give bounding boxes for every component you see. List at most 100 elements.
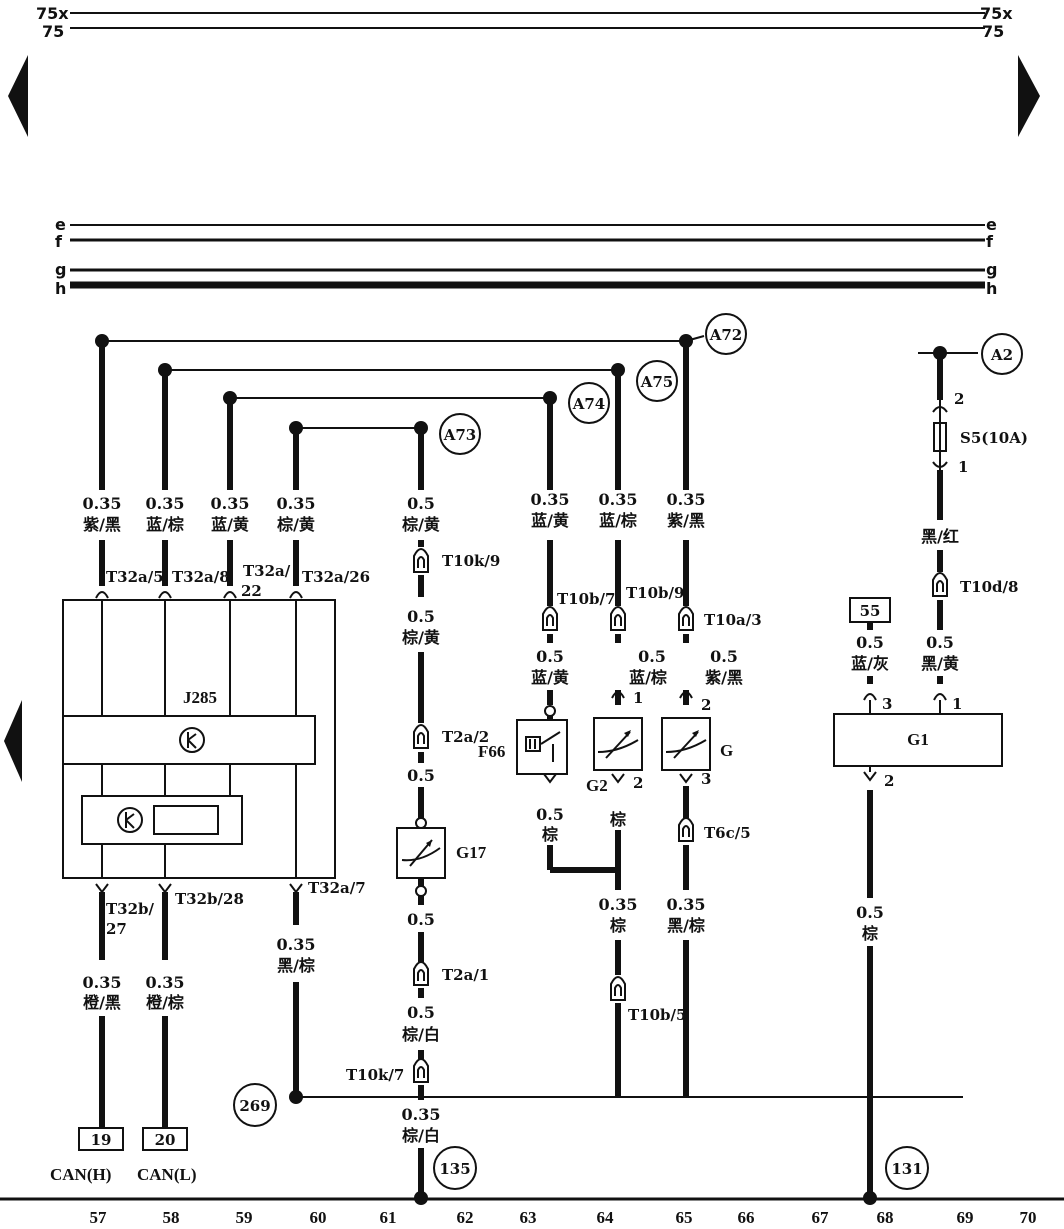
- ref-box-55[interactable]: 55: [849, 597, 891, 623]
- svg-text:19: 19: [91, 1131, 112, 1149]
- svg-text:0.35: 0.35: [277, 494, 316, 513]
- ref-box-20[interactable]: 20: [142, 1127, 188, 1151]
- rail-h: h h: [55, 279, 997, 298]
- ref-a75[interactable]: A75: [636, 360, 678, 402]
- g-sensor[interactable]: 2 3 G: [661, 696, 733, 788]
- svg-text:黑/黄: 黑/黄: [921, 654, 959, 673]
- scale-number: 68: [877, 1208, 894, 1227]
- scale-number: 57: [90, 1208, 108, 1227]
- svg-text:0.35: 0.35: [277, 935, 316, 954]
- svg-text:棕: 棕: [862, 924, 878, 943]
- svg-text:0.35: 0.35: [667, 895, 706, 914]
- svg-text:g: g: [986, 260, 997, 279]
- rail-75-label-right: 75: [982, 22, 1004, 41]
- svg-text:T32a/8: T32a/8: [172, 568, 230, 586]
- ref-a2[interactable]: A2: [918, 333, 1023, 375]
- svg-text:0.5: 0.5: [926, 633, 954, 652]
- svg-text:0.35: 0.35: [146, 494, 185, 513]
- svg-text:e: e: [55, 215, 66, 234]
- svg-text:0.35: 0.35: [531, 490, 570, 509]
- svg-text:1: 1: [958, 458, 968, 476]
- svg-text:2: 2: [884, 772, 894, 790]
- scale-number: 58: [163, 1208, 180, 1227]
- scale-number: 61: [380, 1208, 397, 1227]
- svg-text:A75: A75: [640, 373, 674, 391]
- svg-text:T32a/5: T32a/5: [106, 568, 164, 586]
- svg-text:3: 3: [701, 770, 711, 788]
- scale-number: 66: [738, 1208, 755, 1227]
- rail-75x: 75x 75x: [36, 4, 1013, 23]
- scale-number: 67: [812, 1208, 830, 1227]
- svg-text:棕: 棕: [542, 825, 558, 844]
- rail-75x-label-left: 75x: [36, 4, 69, 23]
- svg-text:f: f: [986, 232, 994, 251]
- svg-text:0.35: 0.35: [211, 494, 250, 513]
- svg-text:橙/棕: 橙/棕: [146, 993, 184, 1012]
- svg-text:A72: A72: [709, 326, 743, 344]
- f66-switch[interactable]: F66: [478, 719, 568, 775]
- svg-text:f: f: [55, 232, 63, 251]
- svg-text:蓝/黄: 蓝/黄: [531, 511, 569, 530]
- ref-a72[interactable]: A72: [685, 313, 747, 355]
- left-arrow-icon-middle[interactable]: [4, 700, 22, 782]
- svg-text:A74: A74: [572, 395, 606, 413]
- scale-number: 65: [676, 1208, 693, 1227]
- svg-text:蓝/棕: 蓝/棕: [599, 511, 637, 530]
- ref-box-19[interactable]: 19: [78, 1127, 124, 1151]
- svg-text:蓝/棕: 蓝/棕: [146, 515, 184, 534]
- svg-text:0.5: 0.5: [536, 647, 564, 666]
- svg-text:2: 2: [701, 696, 711, 714]
- svg-text:0.5: 0.5: [407, 766, 435, 785]
- ref-a74[interactable]: A74: [568, 382, 610, 424]
- wire-labels: 0.35 紫/黑 0.35 蓝/棕 0.35 蓝/黄 0.35 棕/黄 0.5 …: [83, 490, 959, 1145]
- svg-text:棕: 棕: [610, 810, 626, 829]
- svg-text:20: 20: [155, 1131, 176, 1149]
- left-arrow-icon[interactable]: [8, 55, 28, 137]
- g1-gauge[interactable]: G1 3 1 2: [833, 695, 1003, 790]
- svg-text:T10b/9: T10b/9: [626, 584, 684, 602]
- svg-text:3: 3: [882, 695, 892, 713]
- svg-text:T2a/1: T2a/1: [442, 966, 489, 984]
- j285-label: J285: [183, 688, 217, 707]
- svg-text:S5(10A): S5(10A): [960, 429, 1028, 447]
- ref-269[interactable]: 269: [233, 1083, 277, 1127]
- svg-text:紫/黑: 紫/黑: [83, 515, 121, 534]
- svg-text:紫/黑: 紫/黑: [705, 668, 743, 687]
- scale-number: 59: [236, 1208, 253, 1227]
- fuse-s5[interactable]: 2 S5(10A) 1: [932, 390, 1028, 476]
- rail-e: e e: [55, 215, 997, 234]
- svg-text:棕/黄: 棕/黄: [402, 628, 440, 647]
- scale-number: 62: [457, 1208, 474, 1227]
- g17-sensor[interactable]: G17: [396, 817, 487, 897]
- svg-text:F66: F66: [478, 742, 505, 761]
- svg-text:e: e: [986, 215, 997, 234]
- svg-text:T32a/7: T32a/7: [308, 879, 366, 897]
- svg-text:T6c/5: T6c/5: [704, 824, 751, 842]
- svg-text:0.35: 0.35: [402, 1105, 441, 1124]
- svg-text:0.5: 0.5: [856, 903, 884, 922]
- svg-text:2: 2: [954, 390, 964, 408]
- svg-text:棕/黄: 棕/黄: [402, 515, 440, 534]
- svg-text:棕/黄: 棕/黄: [277, 515, 315, 534]
- svg-text:T10b/5: T10b/5: [628, 1006, 686, 1024]
- svg-text:T10k/7: T10k/7: [346, 1066, 404, 1084]
- ref-135[interactable]: 135: [433, 1146, 477, 1190]
- scale-number: 69: [957, 1208, 974, 1227]
- svg-text:135: 135: [439, 1160, 470, 1178]
- svg-text:1: 1: [633, 689, 643, 707]
- svg-text:0.35: 0.35: [667, 490, 706, 509]
- right-arrow-icon[interactable]: [1018, 55, 1040, 137]
- pin-labels: T32a/5 T32a/8 T32a/ 22 T32a/26 T10k/9 T2…: [106, 552, 1018, 1084]
- svg-text:0.5: 0.5: [407, 494, 435, 513]
- svg-text:蓝/黄: 蓝/黄: [531, 668, 569, 687]
- scale-number: 70: [1020, 1208, 1037, 1227]
- j285-instrument-cluster[interactable]: J285: [62, 599, 336, 879]
- svg-text:T10a/3: T10a/3: [704, 611, 762, 629]
- svg-text:0.35: 0.35: [599, 490, 638, 509]
- svg-text:2: 2: [633, 774, 643, 792]
- rail-75: 75 75: [42, 22, 1004, 41]
- g2-sensor[interactable]: 1 2 G2: [586, 689, 643, 795]
- ref-a73[interactable]: A73: [439, 413, 481, 455]
- ref-131[interactable]: 131: [885, 1146, 929, 1190]
